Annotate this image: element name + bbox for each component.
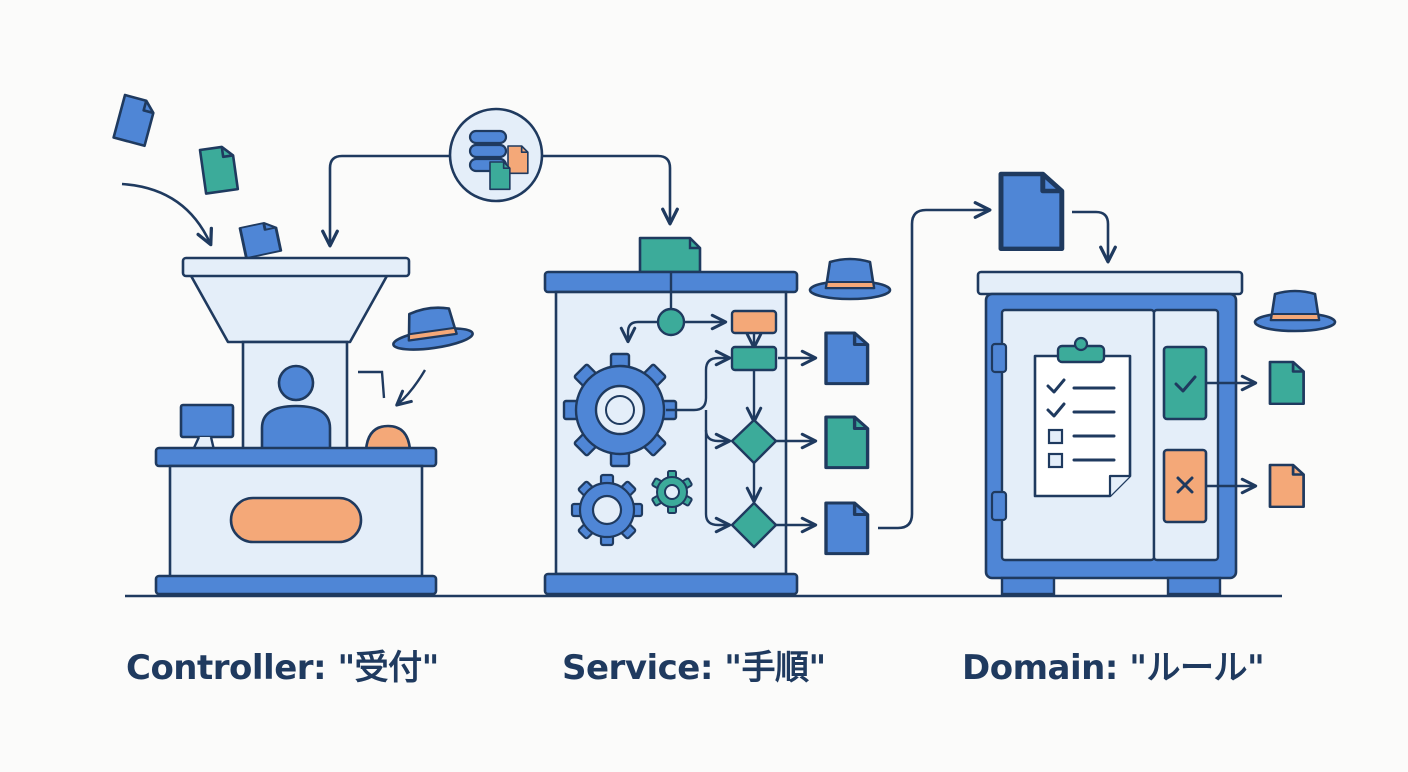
falling-document-icon [238, 219, 283, 260]
database-icon [468, 129, 508, 173]
hat-arrow [358, 370, 386, 399]
document-icon [824, 331, 870, 386]
flowchart-node [730, 309, 778, 335]
document-icon [638, 236, 702, 274]
falling-document-icon [198, 144, 240, 195]
flow-arrow [1072, 210, 1117, 264]
gear-icon [562, 352, 678, 468]
decision-node [730, 418, 778, 465]
flowchart-node [730, 345, 778, 372]
document-icon [1268, 360, 1305, 406]
decision-node [730, 501, 778, 549]
monitor-icon [179, 403, 235, 452]
flow-arrow [542, 154, 679, 226]
bell-icon [364, 424, 412, 452]
document-icon [1001, 174, 1062, 249]
flow-arrow [878, 201, 992, 530]
controller-label: Controller: "受付" [126, 648, 439, 688]
flowchart-node [656, 307, 686, 337]
gear-icon [651, 470, 693, 514]
clipboard-icon [1033, 336, 1132, 498]
falling-document-icon [112, 93, 158, 148]
database-connector [321, 107, 679, 248]
document-icon [1268, 463, 1305, 509]
document-icon [824, 415, 870, 470]
flow-arrow [321, 154, 450, 248]
hat-icon [808, 257, 892, 301]
hat-icon [1253, 289, 1337, 333]
document-icon [507, 145, 529, 175]
service-label: Service: "手順" [562, 648, 826, 688]
service-machine [543, 236, 892, 596]
domain-vault [976, 174, 1337, 596]
incoming-arrow [121, 182, 213, 247]
person-icon [260, 364, 332, 452]
document-icon [824, 501, 870, 556]
hat-icon [387, 301, 476, 355]
domain-label: Domain: "ルール" [962, 648, 1265, 688]
check-icon [1162, 345, 1208, 421]
controller-reception-desk [112, 93, 476, 596]
gear-icon [570, 473, 644, 547]
flowchart [619, 272, 818, 534]
document-icon [489, 161, 511, 191]
